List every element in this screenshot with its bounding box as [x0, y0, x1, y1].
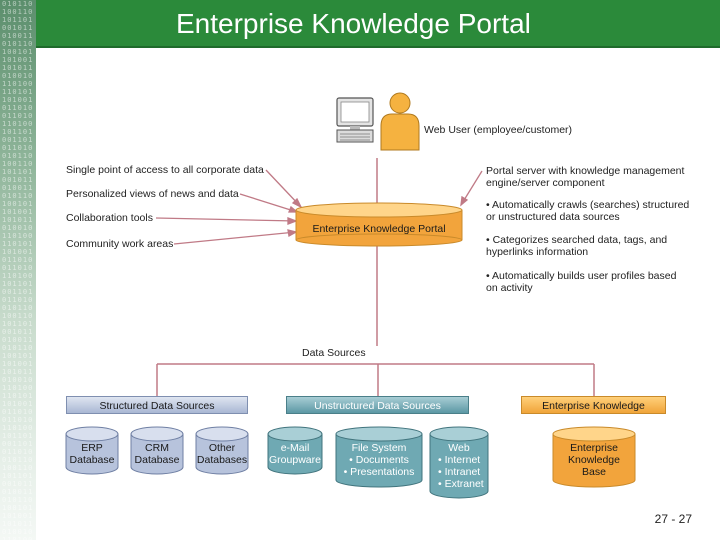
crm-database: CRM Database [134, 442, 180, 466]
pointer-community-head [287, 229, 298, 238]
enterprise-knowledge-bar: Enterprise Knowledge [521, 396, 666, 414]
feature-collaboration: Collaboration tools [66, 212, 153, 224]
cylinder-other [195, 426, 249, 475]
cylinder-email [267, 426, 323, 475]
web-user-label: Web User (employee/customer) [424, 124, 573, 136]
data-sources-label: Data Sources [302, 347, 366, 359]
cylinder-web [429, 426, 489, 499]
cylinder-crm [130, 426, 184, 475]
feature-personalized: Personalized views of news and data [66, 188, 239, 200]
pointer-arrows [155, 169, 483, 245]
person-icon [380, 92, 420, 151]
feature-community: Community work areas [66, 238, 174, 250]
feature-profiles: • Automatically builds user profiles bas… [486, 270, 677, 294]
feature-crawls: • Automatically crawls (searches) struct… [486, 199, 690, 223]
feature-portal-server: Portal server with knowledge management … [486, 165, 685, 189]
cylinder-erp [65, 426, 119, 475]
unstructured-sources-bar: Unstructured Data Sources [286, 396, 469, 414]
knowledge-base: Enterprise Knowledge Base [568, 442, 620, 478]
structured-sources-bar: Structured Data Sources [66, 396, 248, 414]
erp-database: ERP Database [69, 442, 115, 466]
pointer-collaboration-head [287, 217, 298, 225]
unstructured-cylinders [267, 426, 489, 499]
computer-icon [336, 97, 374, 143]
title-bar: Enterprise Knowledge Portal [36, 0, 720, 48]
portal-cylinder [295, 202, 463, 247]
structured-cylinders [65, 426, 249, 475]
other-databases: Other Databases [196, 442, 248, 466]
cylinder-filesystem [335, 426, 423, 488]
portal-label: Enterprise Knowledge Portal [312, 223, 446, 235]
connector-lines [156, 158, 595, 396]
email-groupware: e-Mail Groupware [269, 442, 321, 466]
pointer-community [173, 231, 297, 245]
page-number: 27 - 27 [654, 512, 692, 526]
pointer-collaboration [155, 217, 297, 222]
feature-single-point: Single point of access to all corporate … [66, 164, 264, 176]
file-system: File System • Documents • Presentations [343, 442, 415, 478]
feature-categorizes: • Categorizes searched data, tags, and h… [486, 234, 668, 258]
knowledge-cylinder [552, 426, 636, 488]
slide-title: Enterprise Knowledge Portal [176, 8, 531, 39]
pointer-personalized [239, 193, 298, 213]
pointer-portal-server-head [460, 195, 469, 207]
web-sources: Web • Internet • Intranet • Extranet [438, 442, 484, 490]
side-decoration: 0101101001101011010010110100110101101001… [0, 0, 36, 540]
pointer-personalized-head [288, 205, 299, 213]
pointer-single-point-head [291, 197, 303, 209]
